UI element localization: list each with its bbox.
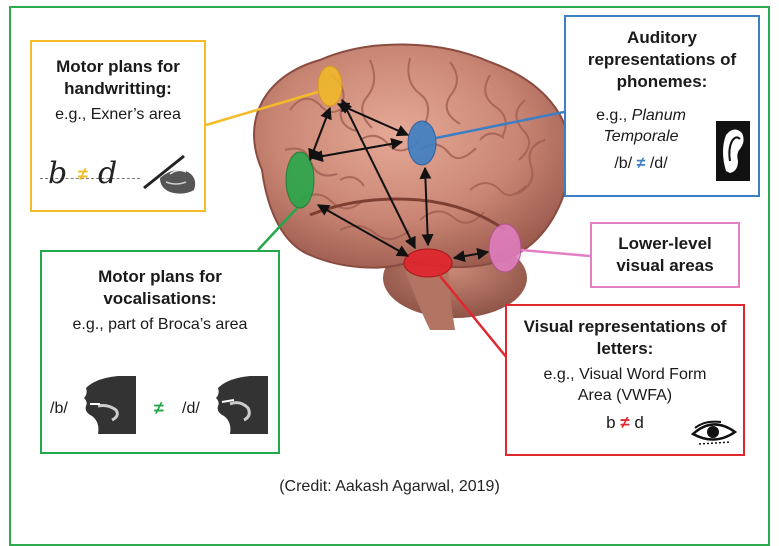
auditory-example-italic-2: Temporale xyxy=(566,126,716,147)
visual-letters-example-2: Area (VWFA) xyxy=(507,385,743,406)
auditory-phoneme-d: /d/ xyxy=(650,155,668,172)
auditory-neq: ≠ xyxy=(637,155,646,172)
auditory-box: Auditory representations of phonemes: e.… xyxy=(564,15,760,197)
lower-visual-title-1: Lower-level xyxy=(592,233,738,255)
handwriting-neq: ≠ xyxy=(78,164,88,185)
auditory-title-1: Auditory xyxy=(566,27,758,49)
head-profile-speaking-icon xyxy=(210,376,268,434)
connector-pink xyxy=(521,250,590,256)
ear-icon xyxy=(716,121,750,181)
auditory-example-italic-1: Planum xyxy=(632,107,686,124)
handwriting-box: Motor plans for handwritting: e.g., Exne… xyxy=(30,40,206,212)
vocalisation-box: Motor plans for vocalisations: e.g., par… xyxy=(40,250,280,454)
visual-letter-b: b xyxy=(606,413,615,432)
exner-area-marker xyxy=(318,66,342,106)
phoneme-d-label: /d/ xyxy=(182,398,200,419)
vocal-neq: ≠ xyxy=(154,398,164,419)
vocal-example: e.g., part of Broca’s area xyxy=(42,314,278,335)
credit-caption: (Credit: Aakash Agarwal, 2019) xyxy=(0,478,779,496)
handwriting-example: e.g., Exner’s area xyxy=(32,104,204,125)
hand-writing-pen-icon xyxy=(140,148,202,198)
figure-frame: Motor plans for handwritting: e.g., Exne… xyxy=(0,0,779,514)
handwriting-title-2: handwritting: xyxy=(32,78,204,100)
visual-letters-title-2: letters: xyxy=(507,338,743,360)
cursive-d: d xyxy=(98,156,117,191)
planum-temporale-marker xyxy=(408,121,436,165)
lower-visual-title-2: visual areas xyxy=(592,255,738,277)
auditory-example: e.g., Planum Temporale /b/ ≠ /d/ xyxy=(566,105,716,174)
head-profile-speaking-icon xyxy=(78,376,136,434)
vwfa-marker xyxy=(404,249,452,277)
phoneme-b-label: /b/ xyxy=(50,398,68,419)
visual-letters-neq: ≠ xyxy=(620,413,629,432)
auditory-phoneme-b: /b/ xyxy=(614,155,632,172)
auditory-title-3: phonemes: xyxy=(566,71,758,93)
visual-letter-d: d xyxy=(634,413,643,432)
visual-letters-example-1: e.g., Visual Word Form xyxy=(507,364,743,385)
auditory-example-prefix: e.g., xyxy=(596,107,627,124)
visual-letters-box: Visual representations of letters: e.g.,… xyxy=(505,304,745,456)
handwriting-row: b ≠ d xyxy=(40,154,200,194)
vocal-row: /b/ ≠ /d/ xyxy=(50,372,274,436)
eye-icon xyxy=(691,418,737,448)
handwriting-title-1: Motor plans for xyxy=(32,56,204,78)
vocal-title-2: vocalisations: xyxy=(42,288,278,310)
cursive-b: b xyxy=(48,156,67,191)
vocal-title-1: Motor plans for xyxy=(42,266,278,288)
visual-letters-title-1: Visual representations of xyxy=(507,316,743,338)
broca-area-marker xyxy=(286,152,314,208)
lower-visual-marker xyxy=(489,224,521,272)
auditory-title-2: representations of xyxy=(566,49,758,71)
lower-visual-box: Lower-level visual areas xyxy=(590,222,740,288)
